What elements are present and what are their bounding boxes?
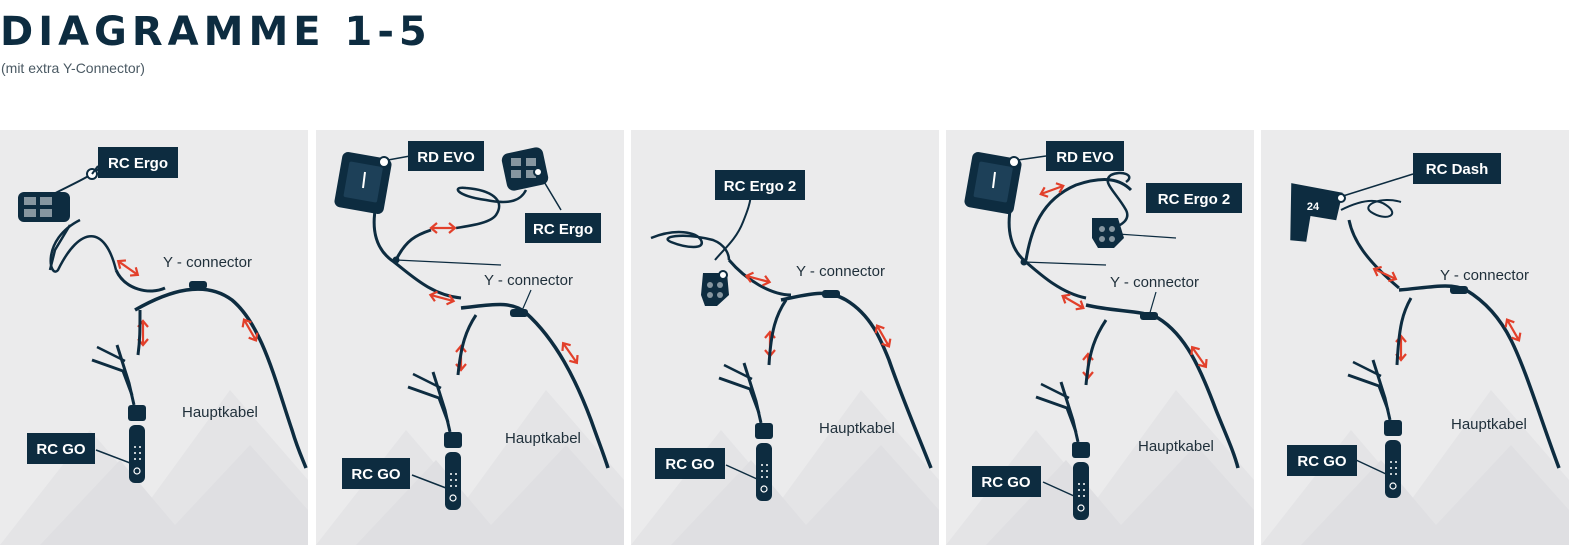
panel-2-drawing: RD EVO RC Ergo Y - connector Hauptkabel …	[316, 130, 624, 545]
display-label: RD EVO	[417, 149, 475, 166]
rc-ergo-remote-icon	[18, 166, 118, 273]
panel-5-drawing: 24 RC Dash Y - connector Hauptkabel RC G…	[1261, 130, 1569, 545]
svg-text:24: 24	[1307, 201, 1320, 213]
panel-3-drawing: RC Ergo 2 Y - connector Hauptkabel RC GO	[631, 130, 939, 545]
diagram-panel-5: 24 RC Dash Y - connector Hauptkabel RC G…	[1261, 130, 1569, 545]
main-cable	[134, 287, 308, 469]
main-cable-label: Hauptkabel	[1451, 416, 1527, 433]
rc-go-label-box	[655, 448, 725, 479]
diagram-panel-1: RC Ergo Y - connector Hauptkabel RC GO	[0, 130, 308, 545]
main-cable-label: Hauptkabel	[505, 430, 581, 447]
remote-label-box	[715, 170, 805, 200]
remote-label: RC Ergo 2	[724, 178, 797, 195]
display-label: RD EVO	[1056, 149, 1114, 166]
remote-label: RC Ergo	[108, 155, 168, 172]
display-label-box	[408, 141, 484, 171]
diagram-panel-4: RD EVO RC Ergo 2 Y - connector Hauptkabe…	[946, 130, 1254, 545]
remote-label-box	[1413, 153, 1501, 184]
main-cable-label: Hauptkabel	[819, 420, 895, 437]
panel-1-drawing: RC Ergo Y - connector Hauptkabel RC GO	[0, 130, 308, 545]
main-cable	[460, 302, 610, 469]
rc-go-label-box	[972, 466, 1041, 497]
main-cable	[780, 291, 933, 469]
rc-go-label: RC GO	[351, 466, 401, 483]
y-connector-label: Y - connector	[796, 263, 885, 280]
remote-label-box	[1146, 183, 1242, 213]
remote-label: RC Ergo 2	[1158, 191, 1231, 208]
display-label-box	[1046, 141, 1124, 171]
y-connector-label: Y - connector	[163, 254, 252, 271]
rc-dash-remote-icon: 24	[1290, 183, 1343, 242]
remote-label-box	[98, 147, 178, 178]
rd-evo-display-icon	[964, 152, 1022, 214]
diagram-panel-2: RD EVO RC Ergo Y - connector Hauptkabel …	[316, 130, 624, 545]
rc-go-label: RC GO	[36, 441, 86, 458]
y-connector-label: Y - connector	[484, 272, 573, 289]
diagram-title: DIAGRAMME 1-5	[0, 9, 432, 55]
diagram-subtitle: (mit extra Y-Connector)	[1, 60, 145, 76]
rc-ergo-2-cable	[650, 230, 731, 261]
rc-go-label-box	[1287, 445, 1357, 476]
main-cable-label: Hauptkabel	[182, 404, 258, 421]
diagram-panel-3: RC Ergo 2 Y - connector Hauptkabel RC GO	[631, 130, 939, 545]
y-connector-branch	[727, 259, 792, 297]
rc-go-label-box	[342, 458, 410, 489]
main-cable	[1398, 284, 1561, 469]
y-connector-label: Y - connector	[1110, 274, 1199, 291]
rc-ergo-cable	[455, 186, 528, 230]
remote-label: RC Dash	[1426, 161, 1489, 178]
remote-label: RC Ergo	[533, 221, 593, 238]
rc-ergo-2-cable	[1106, 171, 1131, 232]
rc-ergo-2-remote-icon	[1092, 218, 1124, 248]
main-cable-label: Hauptkabel	[1138, 438, 1214, 455]
rc-ergo-remote-icon	[501, 147, 549, 191]
y-connector-label: Y - connector	[1440, 267, 1529, 284]
rc-go-label: RC GO	[1297, 453, 1347, 470]
panel-4-drawing: RD EVO RC Ergo 2 Y - connector Hauptkabe…	[946, 130, 1254, 545]
rc-ergo-2-remote-icon	[701, 273, 729, 306]
remote-label-box	[525, 213, 601, 243]
y-connector-branch	[114, 269, 166, 293]
main-cable	[1085, 303, 1240, 469]
rd-evo-display-icon	[334, 152, 392, 214]
rc-go-label-box	[27, 433, 95, 464]
rc-go-label: RC GO	[981, 474, 1031, 491]
rc-go-label: RC GO	[665, 456, 715, 473]
